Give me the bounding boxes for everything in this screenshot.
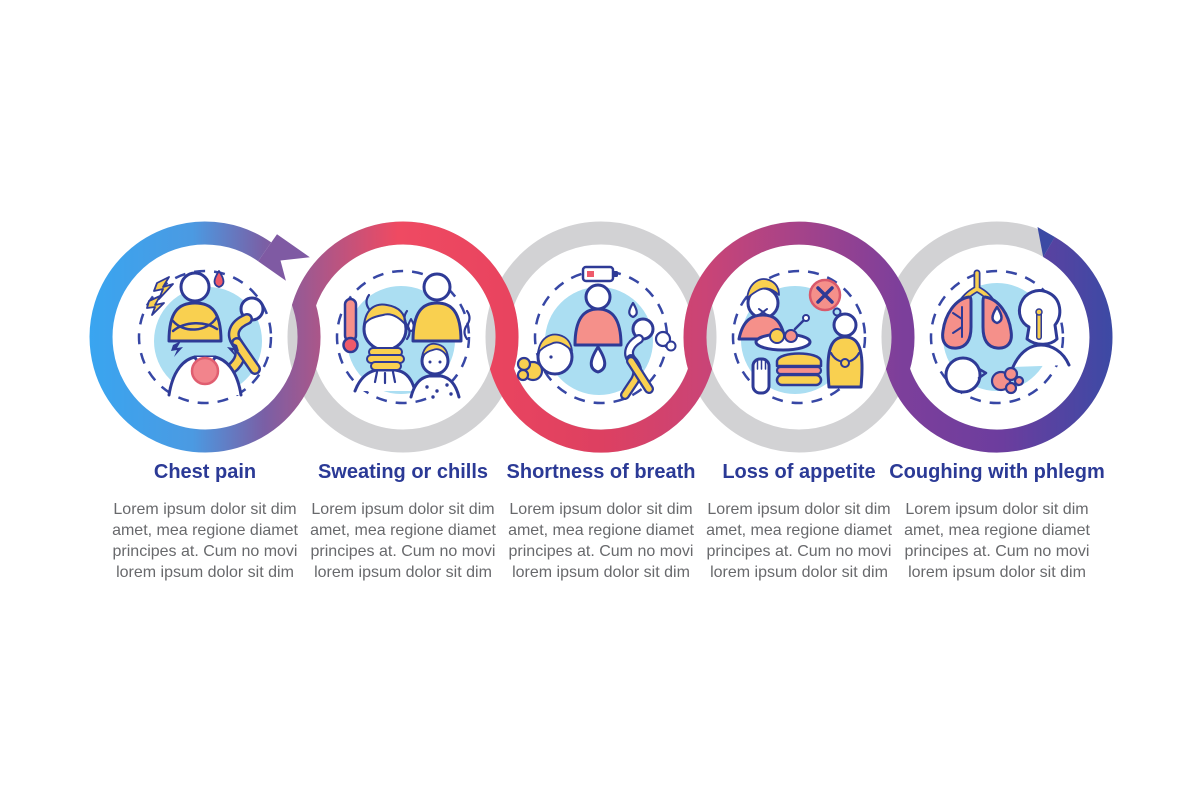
loss-of-appetite-icon: [731, 269, 867, 405]
step-description: Lorem ipsum dolor sit dim amet, mea regi…: [112, 501, 298, 581]
dashed-circle: [335, 269, 471, 405]
step-4: Loss of appetite Lorem ipsum dolor sit d…: [684, 460, 914, 583]
shortness-of-breath-icon: [516, 265, 677, 405]
step-description: Lorem ipsum dolor sit dim amet, mea regi…: [508, 501, 694, 581]
step-5: Coughing with phlegm Lorem ipsum dolor s…: [882, 460, 1112, 583]
step-description: Lorem ipsum dolor sit dim amet, mea regi…: [706, 501, 892, 581]
step-description: Lorem ipsum dolor sit dim amet, mea regi…: [310, 501, 496, 581]
step-title: Loss of appetite: [722, 461, 876, 483]
coughing-with-phlegm-icon: [929, 269, 1071, 405]
step-1: Chest pain Lorem ipsum dolor sit dim ame…: [90, 460, 320, 583]
dashed-circle: [731, 269, 867, 405]
ribbon-end-tip: [1037, 227, 1055, 257]
sweating-or-chills-icon: [335, 269, 471, 405]
step-2: Sweating or chills Lorem ipsum dolor sit…: [288, 460, 518, 583]
dashed-circle: [929, 269, 1065, 405]
ribbon-wave-path: [89, 221, 1113, 453]
dashed-circle: [137, 269, 273, 405]
step-3: Shortness of breath Lorem ipsum dolor si…: [486, 460, 716, 583]
chest-pain-icon: [137, 269, 273, 405]
step-title: Coughing with phlegm: [889, 461, 1105, 483]
ribbon-start-swallowtail: [258, 234, 310, 281]
step-title: Shortness of breath: [506, 461, 696, 483]
step-title: Sweating or chills: [317, 461, 489, 483]
step-title: Chest pain: [153, 461, 257, 483]
step-description: Lorem ipsum dolor sit dim amet, mea regi…: [904, 501, 1090, 581]
